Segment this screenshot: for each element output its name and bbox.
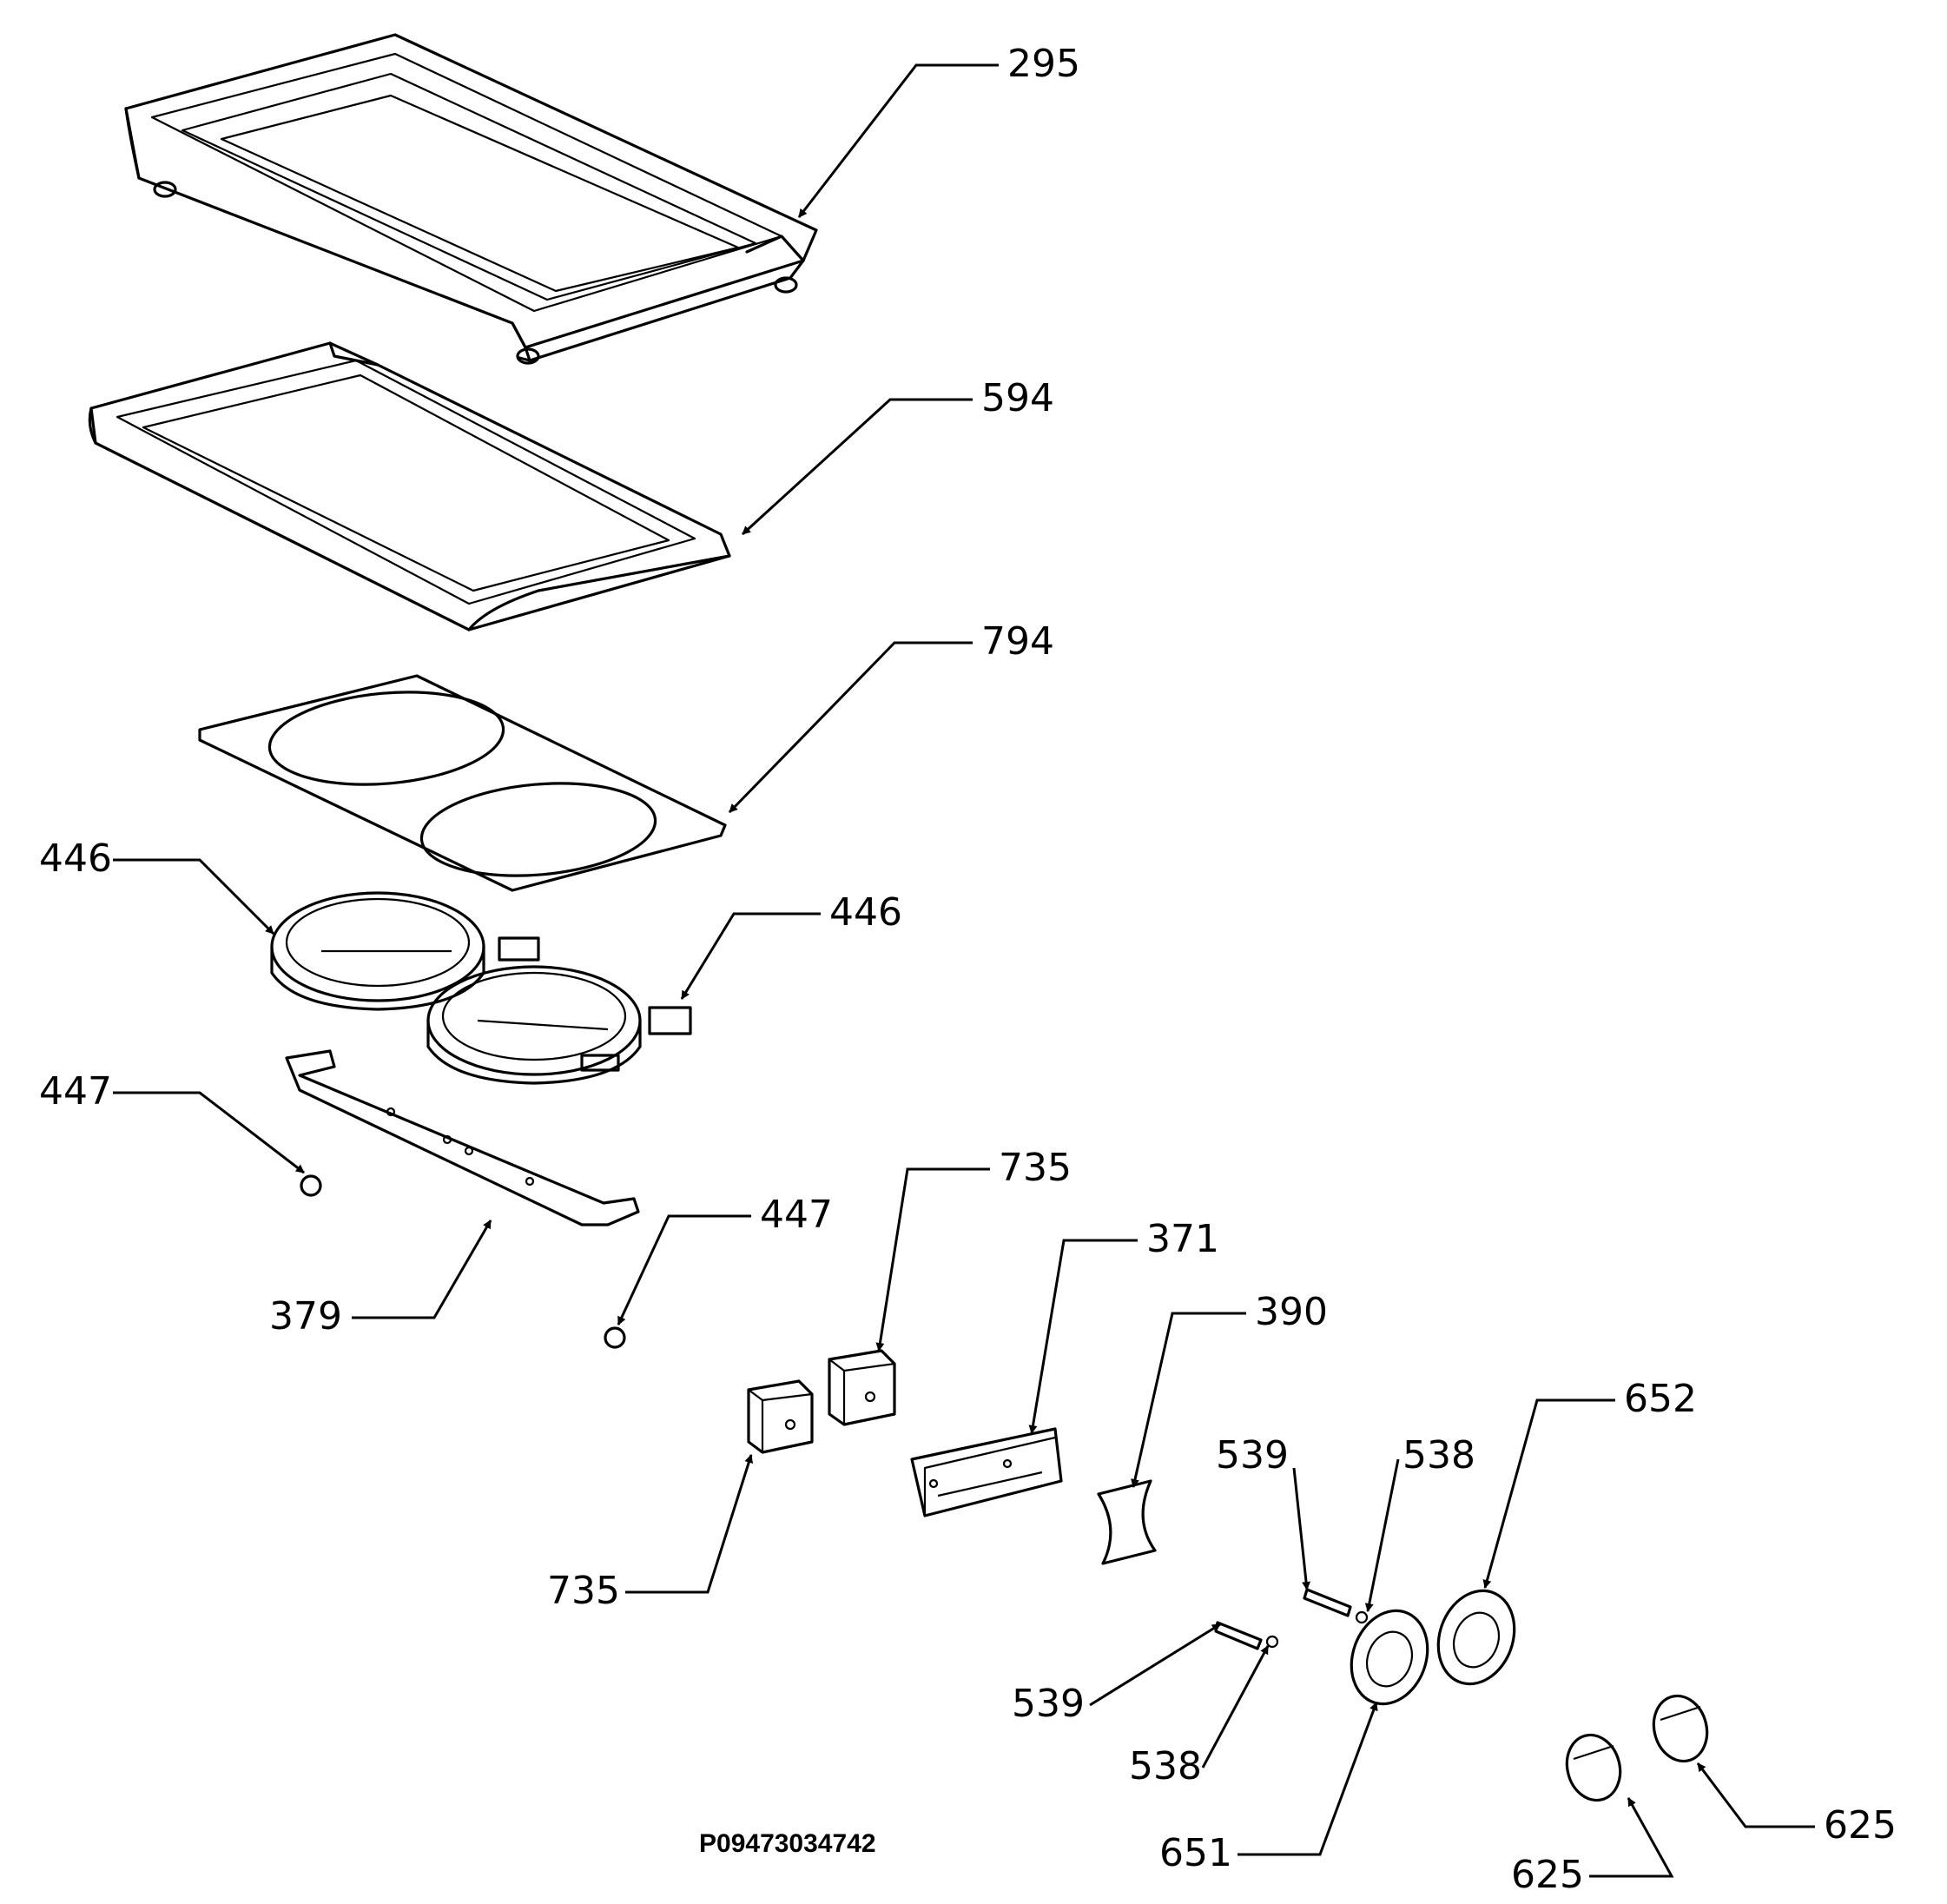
callout-447-right: 447 xyxy=(760,1193,833,1237)
part-heating-element-left xyxy=(270,891,540,1011)
drawing-number: P09473034742 xyxy=(699,1829,876,1858)
part-drip-pan xyxy=(88,341,731,631)
callout-735-lower: 735 xyxy=(547,1569,620,1613)
part-bracket xyxy=(285,1049,640,1226)
callout-794: 794 xyxy=(981,619,1054,664)
part-nut-left xyxy=(300,1174,322,1197)
callout-295: 295 xyxy=(1007,42,1080,86)
part-regulator-left xyxy=(747,1379,814,1454)
leader-lines xyxy=(113,63,1815,1878)
callout-labels: 295 594 794 446 446 447 447 379 735 735 … xyxy=(39,42,1897,1897)
callout-539-lower: 539 xyxy=(1012,1682,1085,1726)
callout-625-left: 625 xyxy=(1511,1853,1584,1897)
part-knob-left xyxy=(1565,1733,1622,1802)
callout-446-left: 446 xyxy=(39,836,112,881)
callout-447-left: 447 xyxy=(39,1069,112,1114)
callout-652: 652 xyxy=(1624,1377,1697,1421)
part-knob-ring-651 xyxy=(1350,1609,1429,1706)
callout-651: 651 xyxy=(1159,1831,1232,1875)
callout-625-right: 625 xyxy=(1824,1803,1897,1848)
callout-538-lower: 538 xyxy=(1129,1744,1202,1788)
callout-371: 371 xyxy=(1146,1217,1219,1261)
callout-735-upper: 735 xyxy=(999,1146,1072,1190)
callout-390: 390 xyxy=(1255,1290,1328,1334)
part-heating-element-right xyxy=(426,965,692,1085)
callout-446-right: 446 xyxy=(829,890,902,935)
part-regulator-right xyxy=(828,1349,896,1426)
part-nut-right xyxy=(604,1326,626,1349)
part-knob-right xyxy=(1652,1694,1709,1763)
part-knob-ring-652 xyxy=(1436,1589,1516,1686)
callout-538-upper: 538 xyxy=(1402,1433,1475,1478)
part-spindle-lower xyxy=(1214,1621,1279,1650)
callout-539-upper: 539 xyxy=(1216,1433,1289,1478)
part-spindle-upper xyxy=(1303,1588,1369,1624)
part-clip xyxy=(1097,1479,1157,1565)
part-tray-frame xyxy=(124,33,818,365)
part-glass-top xyxy=(198,674,727,892)
part-mounting-rail xyxy=(910,1427,1063,1517)
callout-379: 379 xyxy=(269,1294,342,1339)
callout-594: 594 xyxy=(981,376,1054,420)
